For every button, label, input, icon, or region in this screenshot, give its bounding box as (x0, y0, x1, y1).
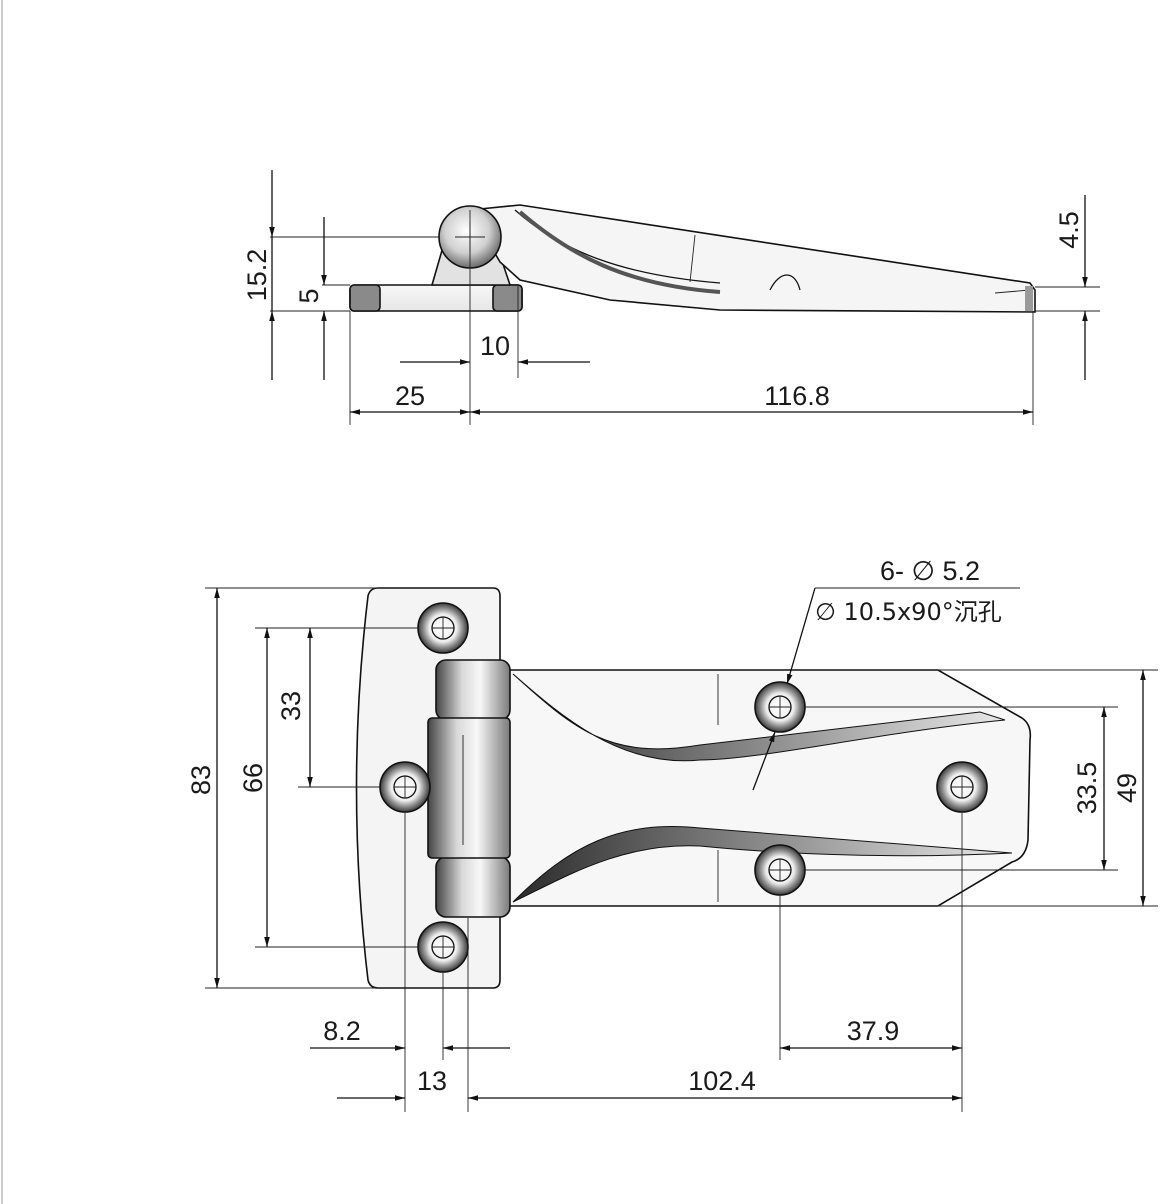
hole-note-line1: 6- ∅ 5.2 (880, 556, 980, 586)
dim-pin-offset: 10 (480, 331, 510, 361)
dim-pin-width: 13 (417, 1066, 447, 1096)
leaf-groove-lower (512, 826, 1013, 903)
knuckle-top (435, 659, 511, 721)
dim-outer-hole-spacing: 66 (238, 763, 268, 793)
dim-leaf-width: 49 (1112, 773, 1142, 803)
hole (936, 761, 988, 813)
side-view: 15.2 5 10 25 116.8 4.5 (242, 170, 1100, 425)
top-view: 83 66 33 33.5 49 8.2 13 (186, 556, 1158, 1112)
arm-bump (769, 274, 801, 291)
leaf-groove-upper (512, 673, 1006, 762)
dim-half-hole-spacing: 33 (276, 691, 306, 721)
dim-plate-thickness: 5 (294, 288, 324, 303)
dim-tip-thickness: 4.5 (1054, 211, 1084, 249)
hole (417, 921, 469, 973)
hole-note-line2: ∅ 10.5x90°沉孔 (815, 598, 1002, 626)
arm (468, 204, 1036, 313)
dim-edge-offset: 8.2 (323, 1016, 361, 1046)
dim-leaf-hole-offset: 37.9 (847, 1016, 900, 1046)
hole (417, 602, 469, 654)
hole (379, 761, 431, 813)
plate-edge-left (349, 284, 381, 312)
dim-height-total: 15.2 (242, 249, 272, 302)
dim-arm-length: 116.8 (764, 381, 830, 411)
dim-overall-height: 83 (186, 765, 216, 795)
dim-hole-to-hole-length: 102.4 (688, 1066, 756, 1096)
hole (754, 844, 806, 896)
dim-leaf-hole-spacing: 33.5 (1072, 762, 1102, 815)
arm-groove-shadow (518, 210, 721, 294)
hole (754, 681, 806, 733)
dim-left-length: 25 (395, 381, 425, 411)
pin-barrel (427, 717, 511, 859)
knuckle-bottom (435, 856, 511, 918)
arm-tip (1025, 286, 1033, 311)
